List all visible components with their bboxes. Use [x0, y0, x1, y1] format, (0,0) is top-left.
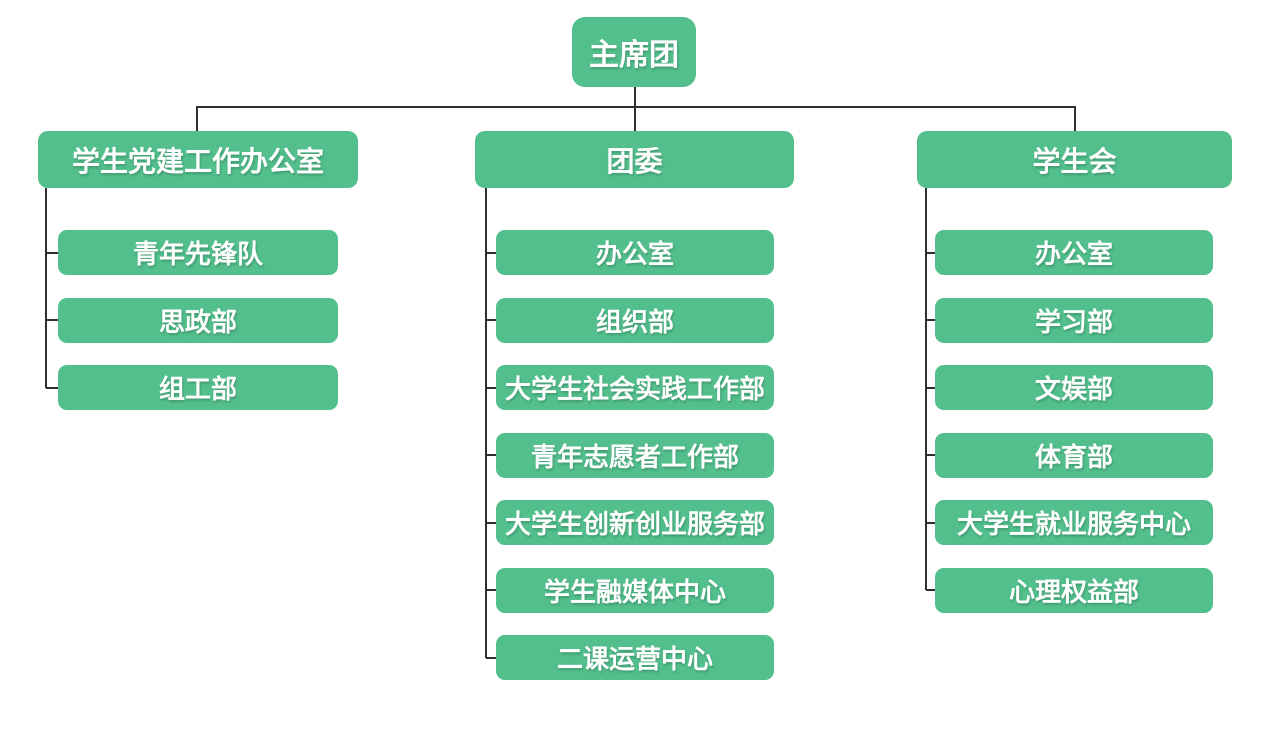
- node-culture-entertainment-dept[interactable]: 文娱部: [935, 365, 1213, 410]
- node-second-class-operation-center[interactable]: 二课运营中心: [496, 635, 774, 680]
- node-label: 大学生创新创业服务部: [504, 509, 765, 539]
- node-label: 青年志愿者工作部: [530, 442, 739, 472]
- node-label: 学生党建工作办公室: [71, 145, 324, 177]
- node-label: 团委: [606, 145, 663, 177]
- node-party-building-office[interactable]: 学生党建工作办公室: [38, 131, 358, 188]
- node-label: 组工部: [158, 374, 237, 404]
- node-label: 文娱部: [1034, 374, 1113, 404]
- node-label: 办公室: [595, 239, 674, 269]
- node-organization-work-dept[interactable]: 组工部: [58, 365, 338, 410]
- node-label: 体育部: [1034, 442, 1113, 472]
- connector-branch-student-union: [925, 188, 935, 591]
- node-social-practice-dept[interactable]: 大学生社会实践工作部: [496, 365, 774, 410]
- node-presidium[interactable]: 主席团: [572, 17, 696, 87]
- node-student-media-center[interactable]: 学生融媒体中心: [496, 568, 774, 613]
- node-label: 心理权益部: [1008, 577, 1139, 607]
- node-label: 二课运营中心: [556, 644, 713, 674]
- node-union-office[interactable]: 办公室: [935, 230, 1213, 275]
- node-label: 青年先锋队: [132, 239, 263, 269]
- node-label: 组织部: [595, 307, 674, 337]
- connector-top-rail: [196, 106, 1076, 131]
- connector-branch-party-office: [45, 188, 58, 389]
- node-youth-league-committee[interactable]: 团委: [475, 131, 794, 188]
- node-label: 大学生社会实践工作部: [504, 374, 765, 404]
- node-label: 学生融媒体中心: [543, 577, 726, 607]
- node-psychological-rights-dept[interactable]: 心理权益部: [935, 568, 1213, 613]
- node-label: 办公室: [1034, 239, 1113, 269]
- node-league-organization-dept[interactable]: 组织部: [496, 298, 774, 343]
- node-league-office[interactable]: 办公室: [496, 230, 774, 275]
- node-youth-pioneer-team[interactable]: 青年先锋队: [58, 230, 338, 275]
- node-label: 思政部: [158, 307, 237, 337]
- node-label: 主席团: [589, 39, 679, 72]
- node-student-union[interactable]: 学生会: [917, 131, 1232, 188]
- connector-branch-youth-league: [485, 188, 496, 659]
- node-sports-dept[interactable]: 体育部: [935, 433, 1213, 478]
- node-ideological-political-dept[interactable]: 思政部: [58, 298, 338, 343]
- node-label: 学生会: [1032, 145, 1117, 177]
- node-label: 学习部: [1034, 307, 1113, 337]
- node-employment-service-center[interactable]: 大学生就业服务中心: [935, 500, 1213, 545]
- node-study-dept[interactable]: 学习部: [935, 298, 1213, 343]
- node-label: 大学生就业服务中心: [956, 509, 1191, 539]
- node-youth-volunteer-dept[interactable]: 青年志愿者工作部: [496, 433, 774, 478]
- node-innovation-entrepreneurship-dept[interactable]: 大学生创新创业服务部: [496, 500, 774, 545]
